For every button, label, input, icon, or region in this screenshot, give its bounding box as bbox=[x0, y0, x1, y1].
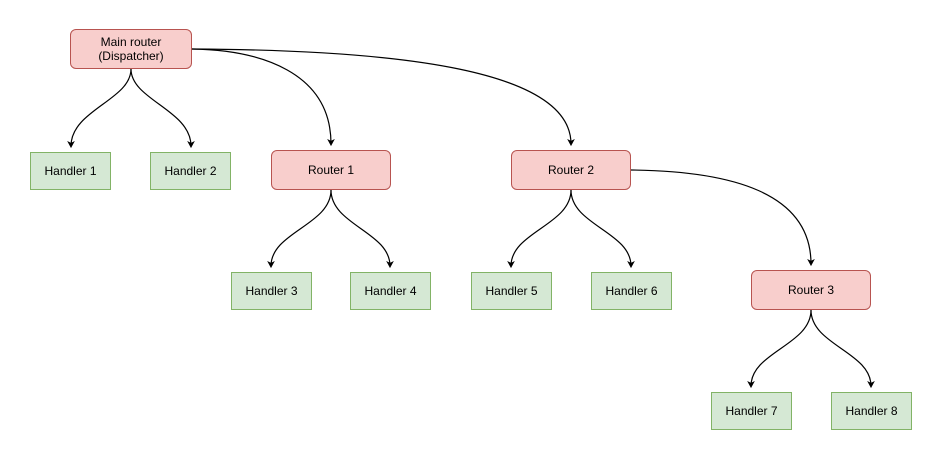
node-router-1[interactable]: Router 1 bbox=[271, 150, 391, 190]
edge-main-router-to-handler-1 bbox=[67, 68, 132, 149]
node-label-handler-4: Handler 4 bbox=[364, 284, 417, 298]
edge-router-1-to-handler-3 bbox=[267, 189, 332, 269]
edge-main-router-to-handler-2 bbox=[130, 68, 195, 149]
node-router-3[interactable]: Router 3 bbox=[751, 270, 871, 310]
node-label-router-1: Router 1 bbox=[307, 163, 355, 177]
node-handler-8[interactable]: Handler 8 bbox=[831, 392, 912, 430]
node-handler-6[interactable]: Handler 6 bbox=[591, 272, 672, 310]
node-label-handler-8: Handler 8 bbox=[845, 404, 898, 418]
edge-main-router-to-router-2 bbox=[191, 48, 575, 147]
edge-router-2-to-handler-6 bbox=[570, 189, 635, 269]
edge-router-2-to-router-3 bbox=[630, 169, 815, 267]
edge-router-3-to-handler-8 bbox=[810, 309, 875, 389]
node-router-2[interactable]: Router 2 bbox=[511, 150, 631, 190]
node-label-handler-6: Handler 6 bbox=[605, 284, 658, 298]
node-label-main-router: Main router (Dispatcher) bbox=[98, 35, 164, 63]
node-handler-2[interactable]: Handler 2 bbox=[150, 152, 231, 190]
node-label-handler-2: Handler 2 bbox=[164, 164, 217, 178]
node-label-router-3: Router 3 bbox=[787, 283, 835, 297]
node-handler-5[interactable]: Handler 5 bbox=[471, 272, 552, 310]
node-handler-1[interactable]: Handler 1 bbox=[30, 152, 111, 190]
edge-router-1-to-handler-4 bbox=[330, 189, 394, 269]
edge-router-3-to-handler-7 bbox=[747, 309, 812, 389]
node-label-handler-1: Handler 1 bbox=[44, 164, 97, 178]
node-handler-3[interactable]: Handler 3 bbox=[231, 272, 312, 310]
node-handler-7[interactable]: Handler 7 bbox=[711, 392, 792, 430]
node-label-router-2: Router 2 bbox=[547, 163, 595, 177]
edge-main-router-to-router-1 bbox=[191, 48, 335, 147]
node-label-handler-7: Handler 7 bbox=[725, 404, 778, 418]
node-label-handler-3: Handler 3 bbox=[245, 284, 298, 298]
node-label-handler-5: Handler 5 bbox=[485, 284, 538, 298]
edge-router-2-to-handler-5 bbox=[507, 189, 572, 269]
node-main-router[interactable]: Main router (Dispatcher) bbox=[70, 29, 192, 69]
node-handler-4[interactable]: Handler 4 bbox=[350, 272, 431, 310]
